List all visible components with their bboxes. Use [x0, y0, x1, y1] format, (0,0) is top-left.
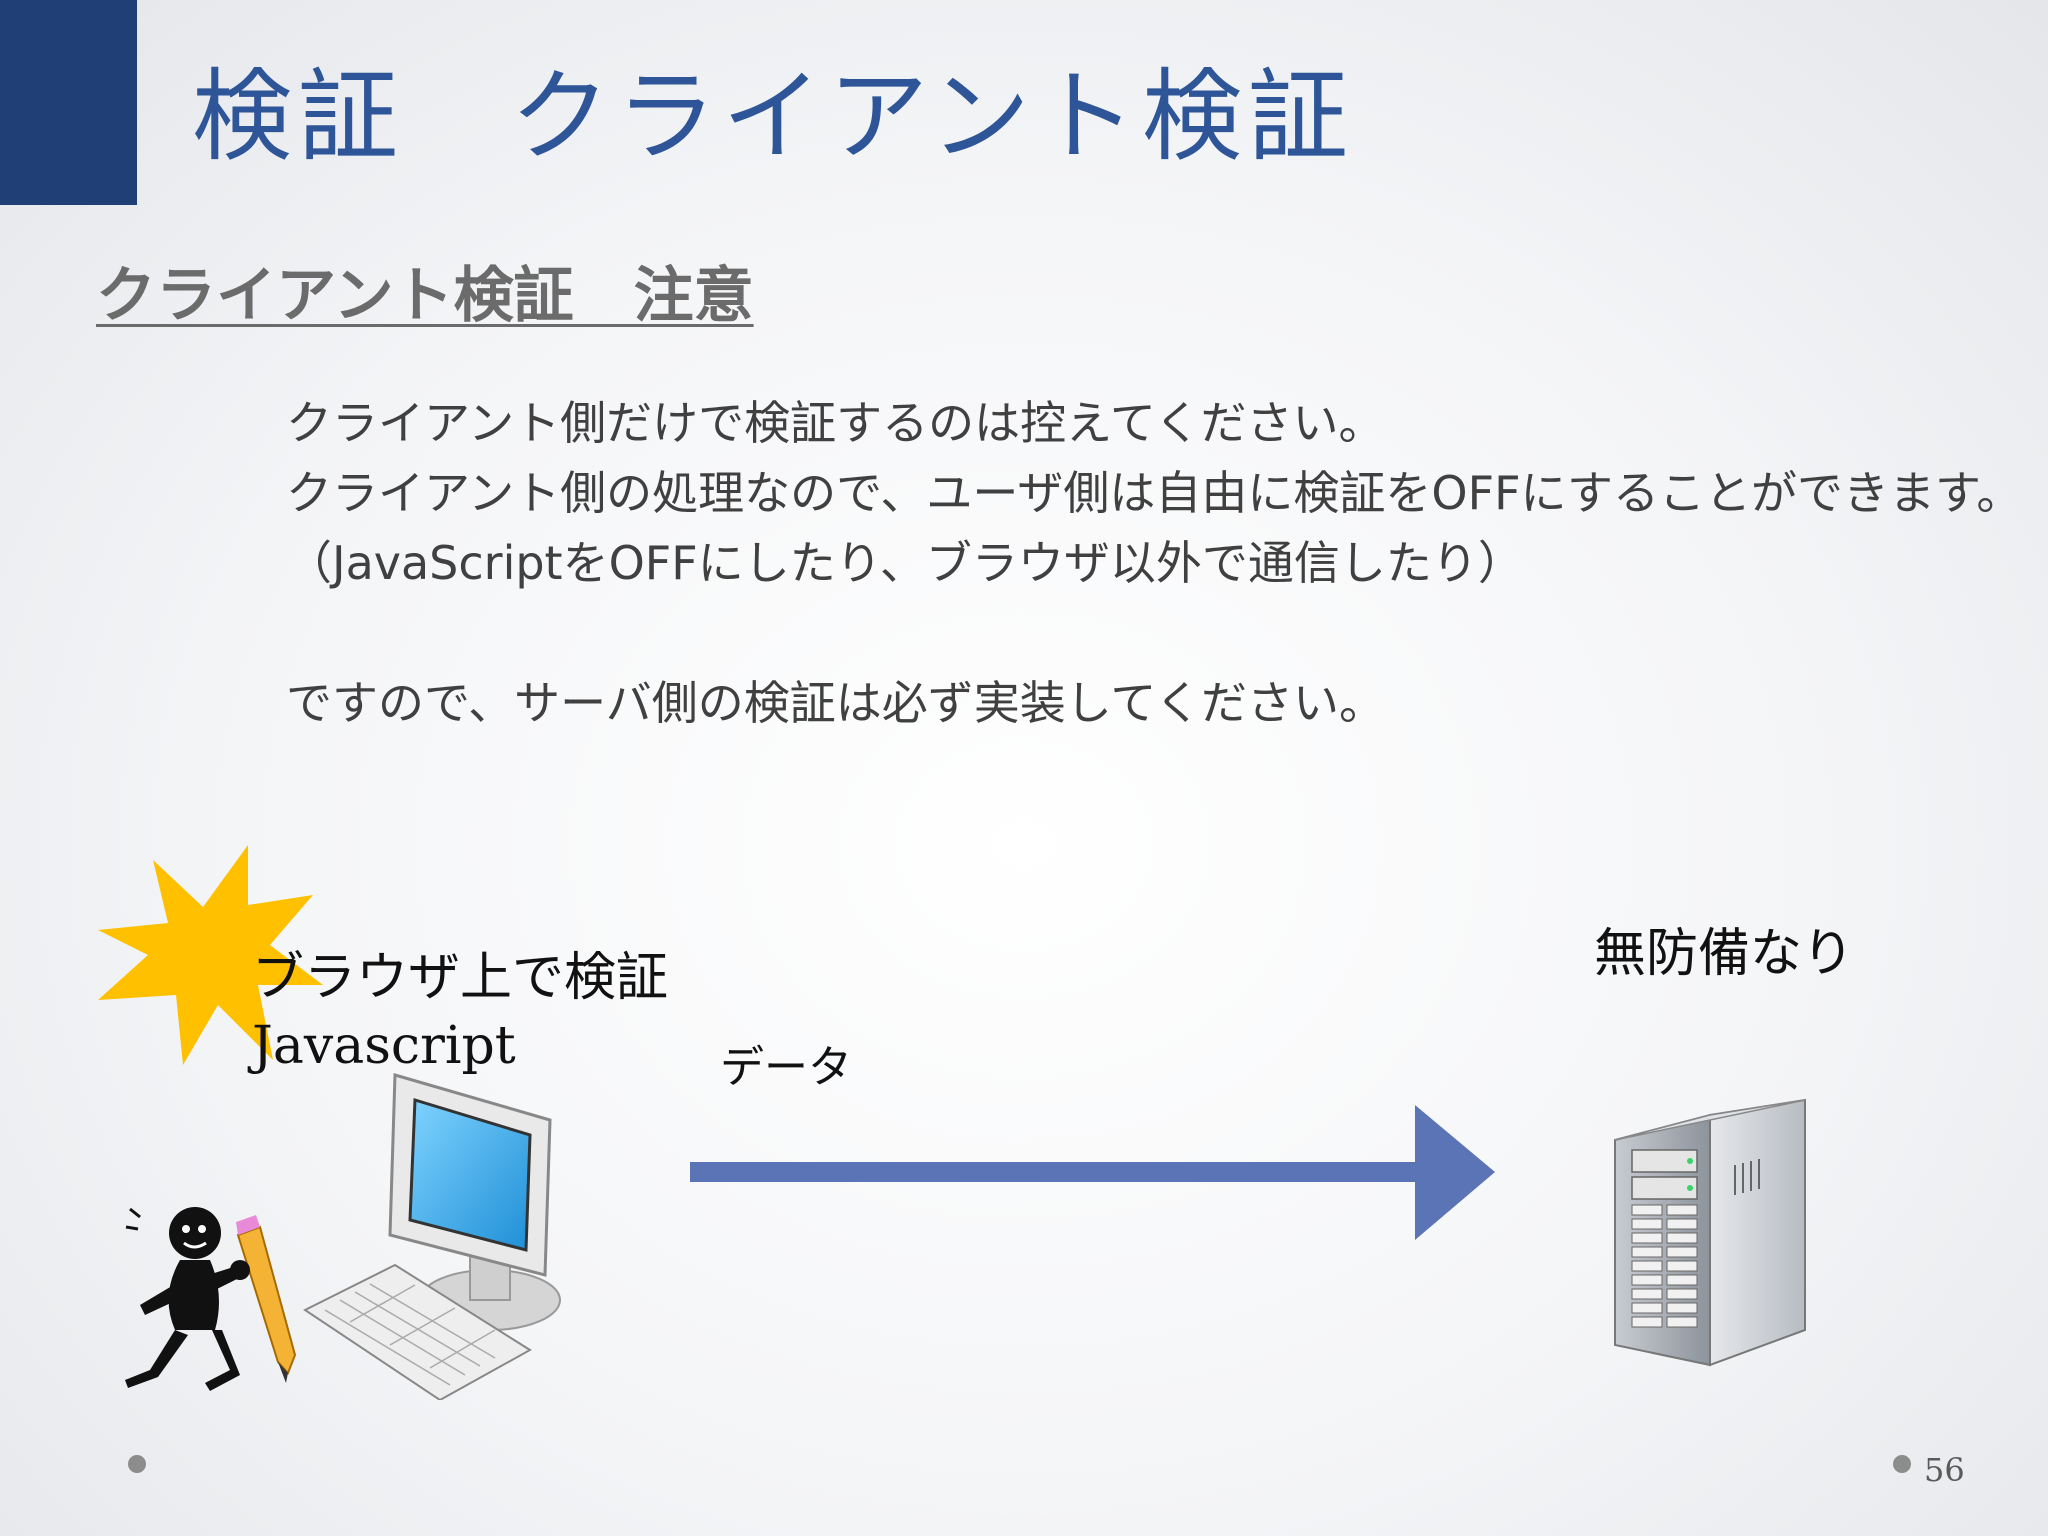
body-text: クライアント側だけで検証するのは控えてください。 クライアント側の処理なので、ユ… [286, 388, 2048, 738]
person-with-pencil-icon [125, 1207, 297, 1391]
body-line: （JavaScriptをOFFにしたり、ブラウザ以外で通信したり） [286, 536, 1524, 590]
body-line: クライアント側の処理なので、ユーザ側は自由に検証をOFFにすることができます。 [286, 466, 2023, 520]
footer-dot-right [1893, 1455, 1911, 1473]
data-arrow-icon [690, 1105, 1495, 1240]
computer-icon [303, 1073, 561, 1400]
client-sublabel: Javascript [252, 1016, 516, 1076]
body-line-blank [286, 598, 2048, 668]
client-label: ブラウザ上で検証 [252, 948, 669, 1008]
section-heading: クライアント検証 注意 [96, 261, 754, 331]
server-label: 無防備なり [1594, 924, 1855, 984]
title-accent-block [0, 0, 137, 205]
page-number: 56 [1924, 1451, 1965, 1489]
body-line: クライアント側だけで検証するのは控えてください。 [286, 396, 1385, 450]
slide-title: 検証 クライアント検証 [192, 58, 1354, 175]
body-line: ですので、サーバ側の検証は必ず実装してください。 [286, 676, 1385, 730]
footer-dot-left [128, 1455, 146, 1473]
starburst-icon [98, 845, 323, 1065]
arrow-label: データ [720, 1042, 852, 1093]
server-icon [1614, 1098, 1806, 1367]
